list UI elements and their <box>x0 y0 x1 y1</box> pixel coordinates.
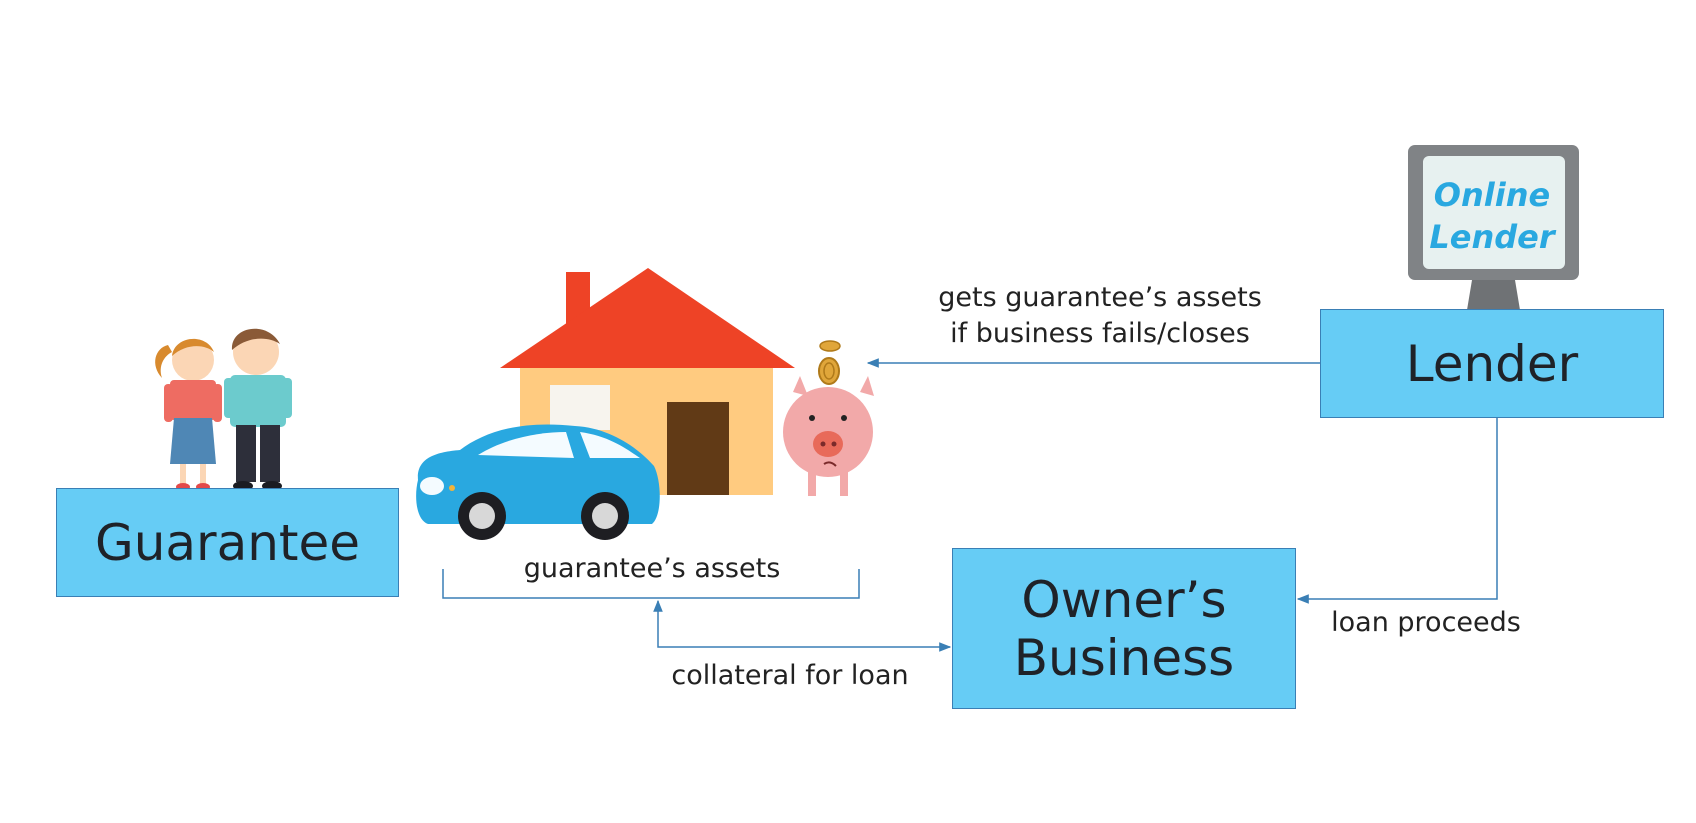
guarantee-box: Guarantee <box>56 488 399 597</box>
monitor-icon: Online Lender <box>1408 145 1579 310</box>
loan-proceeds-label: loan proceeds <box>1331 607 1521 638</box>
lender-box: Lender <box>1320 309 1664 418</box>
monitor-line2: Lender <box>1429 218 1556 256</box>
arrow-lender-to-business <box>1296 418 1498 604</box>
gets-assets-line2: if business fails/closes <box>950 318 1250 349</box>
lender-label: Lender <box>1405 334 1579 393</box>
car-icon <box>416 424 660 540</box>
arrow-collateral <box>653 599 952 652</box>
couple-icon <box>155 328 292 491</box>
assets-bracket <box>442 569 860 599</box>
owners-business-line2: Business <box>1013 628 1235 687</box>
piggy-bank-icon <box>783 376 874 496</box>
coin-icon <box>818 340 841 385</box>
monitor-line1: Online <box>1434 176 1550 214</box>
owners-business-box: Owner’s Business <box>952 548 1296 709</box>
owners-business-line1: Owner’s <box>1021 570 1227 629</box>
guarantee-label: Guarantee <box>94 513 361 572</box>
collateral-label: collateral for loan <box>671 660 909 691</box>
gets-assets-label: gets guarantee’s assets if business fail… <box>900 280 1300 352</box>
guarantee-assets-label: guarantee’s assets <box>523 553 781 584</box>
gets-assets-line1: gets guarantee’s assets <box>938 282 1262 313</box>
